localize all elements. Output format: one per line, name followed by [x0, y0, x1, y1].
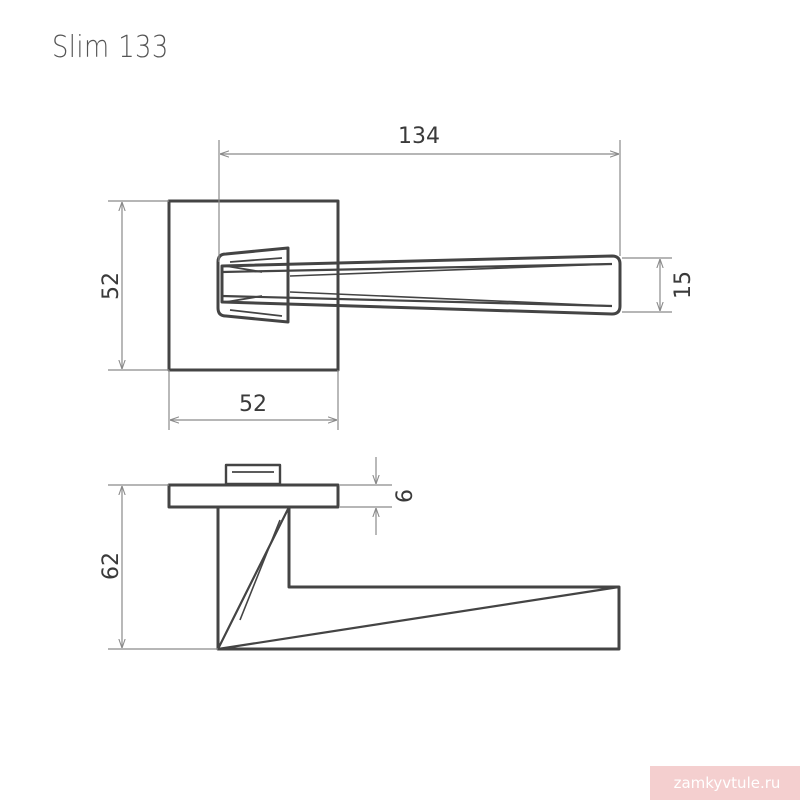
dimension-6 [340, 457, 392, 535]
dimension-134 [218, 140, 621, 262]
dimension-52-horizontal-label: 52 [239, 392, 267, 417]
spindle-nub [224, 463, 282, 486]
dimension-15-label: 15 [671, 271, 696, 299]
dimension-52-vertical [108, 200, 169, 371]
lever-body [216, 507, 621, 651]
top-view [167, 199, 622, 372]
lever-facet-line-3 [289, 263, 613, 307]
rose-plate [167, 483, 340, 509]
neck-facet [225, 257, 283, 317]
dimension-62-label: 62 [99, 552, 124, 580]
lever-side-facet [217, 506, 620, 651]
watermark-link[interactable]: zamkyvtule.ru [650, 766, 800, 800]
rose-square [167, 199, 340, 372]
lever-shaft [220, 254, 622, 316]
lever-side-facet-2 [239, 519, 281, 621]
product-title: Slim 133 [52, 30, 169, 65]
dimension-6-label: 6 [393, 489, 418, 503]
dimension-52-vertical-label: 52 [99, 272, 124, 300]
dimension-62 [108, 484, 218, 650]
dimension-52-horizontal [168, 370, 339, 430]
dimension-134-label: 134 [398, 124, 440, 149]
dimension-15 [622, 257, 672, 313]
side-view [167, 463, 621, 651]
